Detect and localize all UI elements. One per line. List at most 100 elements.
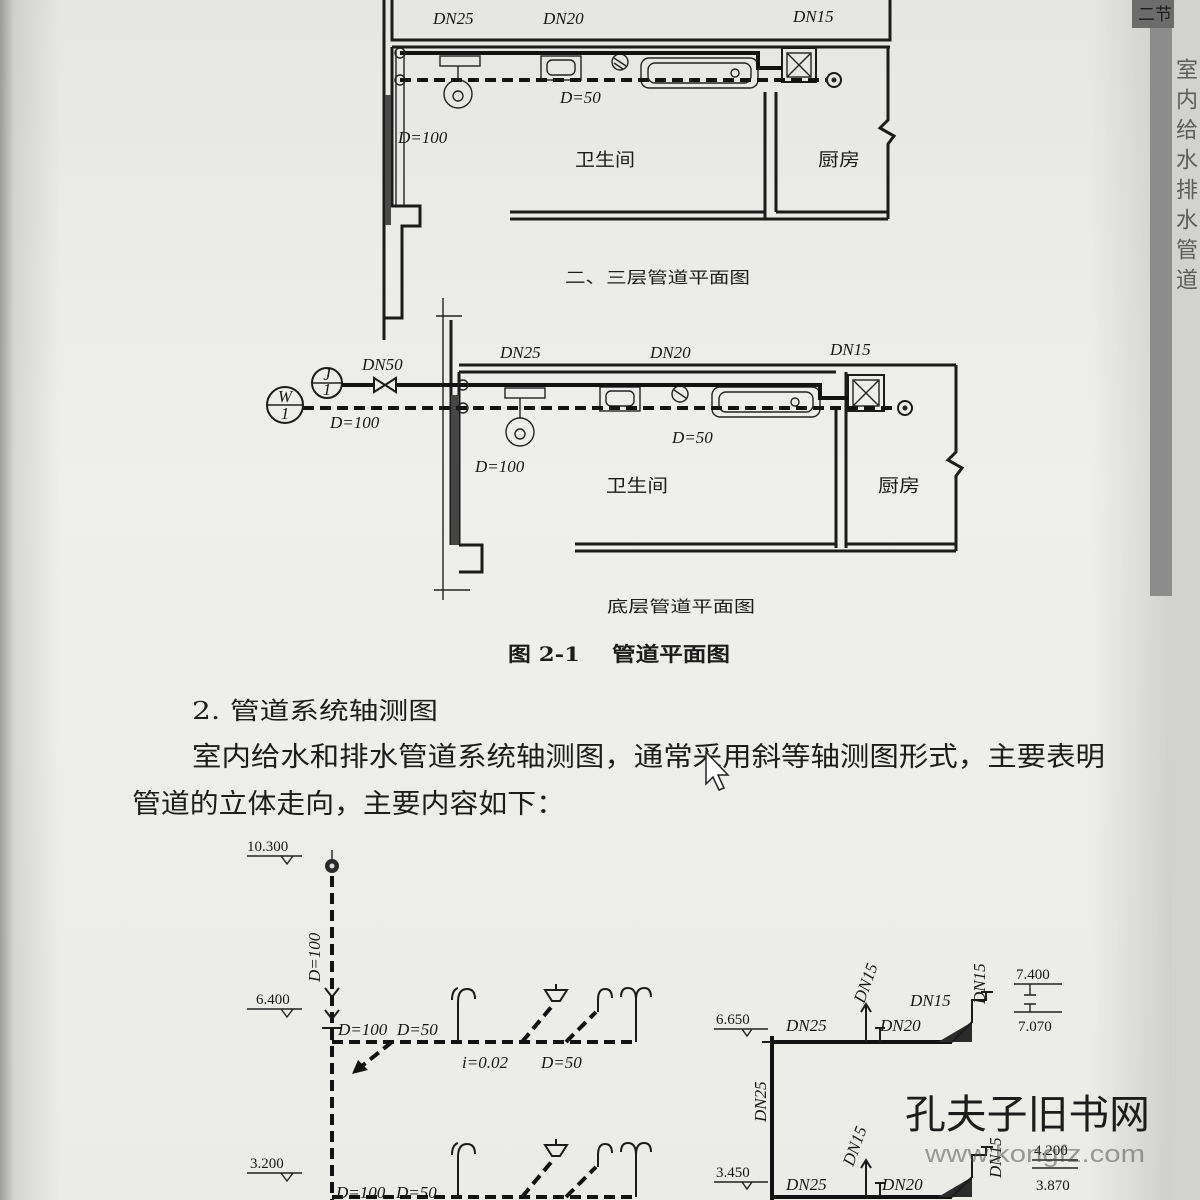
- watermark-name: 孔夫子旧书网: [905, 1092, 1150, 1138]
- wall-south: [575, 542, 956, 553]
- supply-pipe: [400, 51, 782, 70]
- supply-riser-icon: [394, 47, 406, 59]
- wall-bath-kitchen-divider: [763, 92, 778, 219]
- adjacent-page: [1172, 0, 1200, 1200]
- section-heading: 2. 管道系统轴测图: [192, 697, 438, 725]
- cleanout-icon: [897, 400, 913, 416]
- branch-diagonal: [520, 1158, 555, 1199]
- label-dn25: DN25: [499, 343, 541, 362]
- wall-east-with-break: [945, 365, 965, 551]
- wall-bath-kitchen-divider: [834, 372, 848, 548]
- wall-south: [510, 210, 888, 221]
- drain-riser-icon: [457, 402, 469, 414]
- trap-icon: [451, 987, 476, 1042]
- label-dn15: DN15: [792, 7, 834, 26]
- toilet-branch: [360, 1040, 394, 1068]
- meter-letter: J: [323, 365, 332, 384]
- meter-symbol-icon: J 1: [311, 365, 343, 399]
- elevation-label: 3.450: [716, 1165, 750, 1181]
- branch-diagonal: [564, 1165, 598, 1199]
- trap-icon: [597, 1142, 613, 1167]
- room-label-bathroom: 卫生间: [575, 150, 635, 171]
- elevation-marker: 6.400: [247, 992, 302, 1019]
- pipe-size-label: DN15: [986, 1137, 1005, 1179]
- supply-riser-icon: [457, 379, 469, 391]
- label-dn50: DN50: [361, 355, 403, 374]
- elevation-label: 7.400: [1016, 967, 1050, 983]
- watermark-url: www.kongfz.com: [924, 1141, 1145, 1168]
- cleanout-icon: [826, 72, 842, 88]
- axis-line: [434, 298, 470, 600]
- riser-size-label: DN25: [751, 1081, 770, 1123]
- trap-icon: [620, 986, 652, 1042]
- figure-number: 图 2-1: [508, 642, 580, 666]
- label-d100-outlet: D=100: [329, 413, 380, 432]
- figure-caption: 图 2-1 管道平面图: [508, 642, 730, 666]
- label-dn15: DN15: [829, 340, 871, 359]
- pipe-size-label: DN25: [785, 1175, 827, 1194]
- elevation-marker: 3.870: [1032, 1167, 1078, 1194]
- elevation-marker: 4.200: [1032, 1143, 1078, 1161]
- elevation-marker: 3.450: [714, 1165, 768, 1191]
- adjacent-page-edge: 二节: [1132, 0, 1200, 1200]
- drain-riser-icon: [394, 74, 406, 86]
- branch-to-kitchen: [951, 1146, 993, 1198]
- pipe-size-label: DN15: [970, 963, 989, 1005]
- elevation-marker: 6.650: [714, 1012, 768, 1038]
- wall-step: [459, 543, 484, 574]
- pipe-size-label: DN15: [850, 961, 882, 1007]
- floor-drain-funnel-icon: [543, 1139, 569, 1157]
- pipe-size-label: DN15: [909, 991, 951, 1010]
- elevation-label: 3.200: [250, 1156, 284, 1172]
- flow-arrow: [352, 1060, 368, 1074]
- meter-number: 1: [323, 380, 332, 399]
- sloped-fixture-icon: [938, 1022, 972, 1042]
- branch-to-tap: [875, 1182, 885, 1197]
- mouse-pointer-icon: [705, 750, 730, 791]
- trap-icon: [620, 1141, 652, 1197]
- kitchen-sink-icon: [847, 374, 885, 412]
- washbasin-icon: [540, 55, 582, 81]
- trap-icon: [597, 987, 613, 1012]
- adjacent-page-vertical-text: 室内给水排水管道: [1176, 58, 1197, 298]
- branch-size-label: D=50: [540, 1053, 582, 1072]
- branch-diagonal: [520, 1003, 555, 1044]
- branch-to-basin: [860, 1158, 872, 1197]
- pipe-size-label: DN25: [785, 1016, 827, 1035]
- label-dn25: DN25: [432, 9, 474, 28]
- label-d100: D=100: [397, 128, 448, 147]
- branch-size-label: D=50: [396, 1020, 438, 1039]
- well-number: 1: [281, 404, 290, 423]
- well-letter: W: [278, 387, 294, 406]
- page-gutter-shadow: [1150, 0, 1172, 596]
- well-symbol-icon: W 1: [266, 386, 304, 424]
- supply-pipe: [342, 383, 848, 400]
- room-label-kitchen: 厨房: [878, 476, 920, 497]
- kitchen-sink-icon: [781, 47, 817, 83]
- riser-sleeve: [395, 50, 405, 205]
- plan-caption: 二、三层管道平面图: [565, 268, 750, 287]
- branch-to-basin: [860, 1002, 872, 1042]
- label-d100: D=100: [474, 457, 525, 476]
- drainage-axonometric: 10.300 6.400 3.200 D=100 D=100 D=50: [247, 839, 652, 1200]
- label-dn20: DN20: [649, 343, 691, 362]
- elevation-label: 4.200: [1034, 1143, 1068, 1159]
- elevation-marker: 10.300: [247, 839, 302, 866]
- wall-west-fill: [385, 95, 391, 225]
- elevation-label: 7.070: [1018, 1019, 1052, 1035]
- toilet-icon: [439, 55, 481, 109]
- ground-floor-plan: W 1 J 1: [266, 298, 965, 616]
- slope-label: i=0.02: [462, 1053, 508, 1072]
- floor-fixture-icon: [671, 385, 689, 403]
- pipe-size-label: DN20: [881, 1175, 923, 1194]
- chapter-tab: [1132, 0, 1174, 28]
- elevation-marker: 7.070: [1014, 1003, 1062, 1035]
- vent-cap-icon: [325, 850, 339, 873]
- figure-title: 管道平面图: [612, 642, 730, 666]
- label-dn20: DN20: [542, 9, 584, 28]
- wall-north: [459, 363, 956, 374]
- upper-floor-plan: DN25 DN20 DN15 D=50 D=100 卫生间 厨房 二、三层管道平…: [382, 0, 897, 340]
- toilet-icon: [504, 387, 546, 447]
